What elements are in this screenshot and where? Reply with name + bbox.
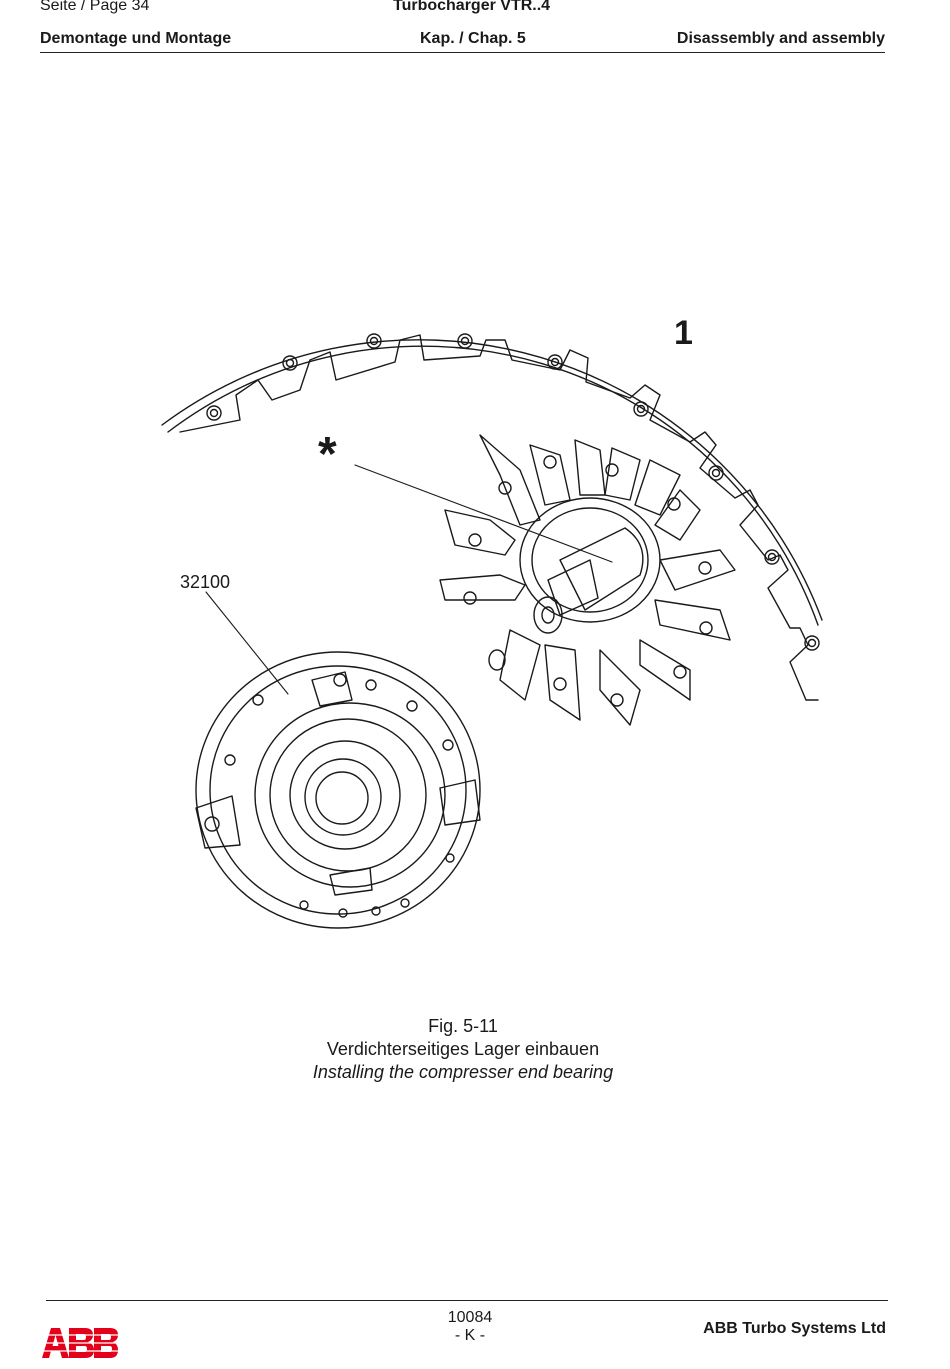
bearing-assembly-32100 [195, 651, 481, 929]
rotor-shaft [559, 527, 644, 611]
product-title: Turbocharger VTR..4 [393, 0, 551, 14]
blade-holes [463, 455, 713, 707]
figure-number: Fig. 5-11 [428, 1016, 498, 1036]
part-number-label: 32100 [180, 572, 230, 592]
toothed-stator-ring [179, 334, 819, 701]
shaft-thread [547, 559, 599, 616]
casing-inner-arc [167, 345, 819, 626]
section-title-en: Disassembly and assembly [676, 30, 885, 47]
hub-inner-ring [531, 507, 649, 613]
page-number-label: Seite / Page 34 [40, 0, 150, 14]
abb-logo [42, 1328, 118, 1358]
document-number-block: 10084 - K - [420, 1309, 520, 1345]
impeller-hub [519, 497, 661, 623]
document-number: 10084 [447, 1309, 493, 1326]
part-label-leader-line [205, 591, 289, 695]
company-name: ABB Turbo Systems Ltd [703, 1320, 886, 1337]
shaft-end [533, 596, 563, 634]
figure-caption: Fig. 5-11 Verdichterseitiges Lager einba… [0, 1015, 926, 1084]
locating-pin [488, 649, 506, 671]
section-title-de: Demontage und Montage [40, 30, 232, 47]
caption-english: Installing the compresser end bearing [312, 1062, 614, 1082]
asterisk-leader-line [354, 464, 613, 563]
revision-label: - K - [454, 1327, 486, 1344]
chapter-label: Kap. / Chap. 5 [420, 30, 526, 47]
step-number: 1 [674, 314, 693, 352]
footer-divider [46, 1300, 888, 1301]
bearing-assembly-drawing: 1 * 32100 [161, 314, 823, 929]
impeller-blades [439, 434, 736, 726]
caption-german: Verdichterseitiges Lager einbauen [326, 1039, 600, 1059]
asterisk-marker: * [318, 428, 337, 481]
page-header-top: Seite / Page 34 Turbocharger VTR..4 [40, 0, 885, 17]
casing-outer-arc [161, 339, 823, 621]
casing-bolt-holes [206, 333, 820, 651]
page-header-sections: Demontage und Montage Kap. / Chap. 5 Dis… [40, 30, 885, 53]
